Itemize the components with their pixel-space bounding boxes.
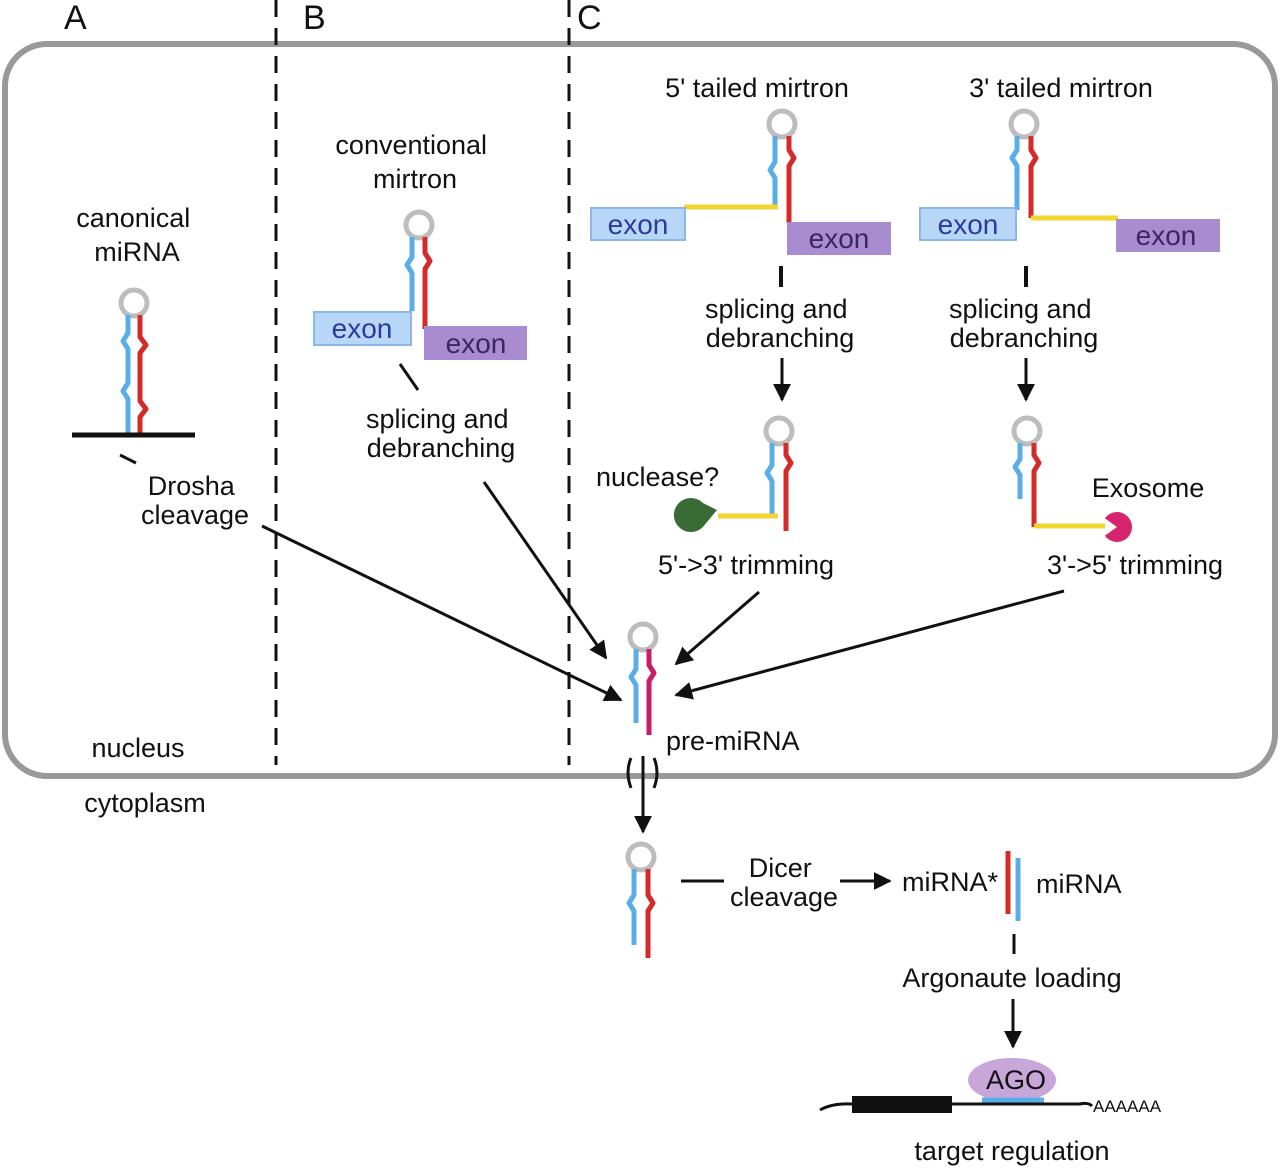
svg-text:splicing and debranching: splicing and debranching xyxy=(949,294,1099,353)
panel-label-b: B xyxy=(303,0,326,37)
nucleus-label: nucleus xyxy=(91,733,184,763)
mirna-label: miRNA xyxy=(1036,869,1122,899)
nuclear-pore xyxy=(626,757,659,789)
drosha-to-pre-mirna-arrow xyxy=(261,524,623,702)
conventional-splicing-line1: splicing and xyxy=(366,404,509,434)
panel-label-c: C xyxy=(577,0,602,37)
svg-text:conventional mirtron: conventional mirtron xyxy=(335,130,494,194)
canonical-label-line1: canonical xyxy=(76,203,190,233)
three-tailed-splicing-line1: splicing and xyxy=(949,294,1092,324)
argonaute-loading-label: Argonaute loading xyxy=(902,963,1121,993)
polya-tail-label: AAAAAA xyxy=(1093,1097,1162,1116)
dicer-label-line2: cleavage xyxy=(730,882,838,912)
drosha-label-line1: Drosha xyxy=(148,471,236,501)
nuclease-label: nuclease? xyxy=(596,462,719,492)
svg-text:Drosha cleavage: Drosha cleavage xyxy=(141,471,249,530)
conventional-mirtron-hairpin xyxy=(403,209,435,329)
three-tailed-exon-left: exon xyxy=(919,207,1017,241)
svg-text:exon: exon xyxy=(809,223,870,254)
nucleus-compartment xyxy=(2,41,1278,779)
svg-text:canonical miRNA: canonical miRNA xyxy=(76,203,198,267)
conventional-exon-right: exon xyxy=(424,326,527,360)
cytoplasmic-pre-mirna-hairpin xyxy=(625,841,657,958)
svg-text:splicing and debranching: splicing and debranching xyxy=(705,294,855,353)
pre-mirna-hairpin xyxy=(627,621,659,735)
three-tailed-exon-right: exon xyxy=(1116,219,1220,252)
conventional-splicing-line2: debranching xyxy=(367,433,516,463)
pre-mirna-label: pre-miRNA xyxy=(666,726,800,756)
svg-text:exon: exon xyxy=(1136,220,1197,251)
exosome-label: Exosome xyxy=(1092,473,1205,503)
target-site-block xyxy=(852,1096,952,1113)
canonical-hairpin xyxy=(118,287,150,436)
three-tailed-intermediate-hairpin xyxy=(1011,415,1043,527)
dicer-label-line1: Dicer xyxy=(749,853,812,883)
five-tailed-exon-left: exon xyxy=(590,207,686,241)
canonical-label-line2: miRNA xyxy=(94,237,180,267)
three-tailed-hairpin xyxy=(1008,108,1040,218)
five-tailed-hairpin xyxy=(766,108,798,223)
target-regulation-label: target regulation xyxy=(914,1136,1109,1166)
five-tailed-intermediate-hairpin xyxy=(763,415,795,531)
trim-35-label: 3'->5' trimming xyxy=(1047,550,1223,580)
target-mrna-line xyxy=(819,1101,1094,1112)
conventional-label-line2: mirtron xyxy=(373,164,457,194)
svg-text:exon: exon xyxy=(446,328,507,359)
svg-text:exon: exon xyxy=(938,209,999,240)
ago-protein xyxy=(968,1058,1056,1102)
svg-text:exon: exon xyxy=(332,313,393,344)
five-tailed-label: 5' tailed mirtron xyxy=(665,73,849,103)
five-tailed-to-pre-mirna-arrow xyxy=(674,590,760,666)
five-tailed-exon-right: exon xyxy=(787,222,891,255)
cytoplasm-label: cytoplasm xyxy=(84,788,206,818)
three-tailed-splicing-line2: debranching xyxy=(950,323,1099,353)
ago-label: AGO xyxy=(986,1065,1046,1095)
mirna-star-label: miRNA* xyxy=(902,867,998,897)
conventional-label-line1: conventional xyxy=(335,130,487,160)
svg-text:Dicer cleavage: Dicer cleavage xyxy=(730,853,838,912)
panel-label-a: A xyxy=(64,0,87,37)
trim-53-label: 5'->3' trimming xyxy=(658,550,834,580)
five-tailed-splicing-line2: debranching xyxy=(706,323,855,353)
five-tailed-splicing-line1: splicing and xyxy=(705,294,848,324)
three-tailed-to-pre-mirna-arrow xyxy=(674,589,1065,700)
svg-text:splicing and debranching: splicing and debranching xyxy=(366,404,516,463)
drosha-label-line2: cleavage xyxy=(141,500,249,530)
conventional-to-pre-mirna-arrow xyxy=(482,481,608,660)
exosome-pacman-icon xyxy=(1104,512,1133,542)
nuclease-pacman-icon xyxy=(673,498,717,532)
conventional-exon-left: exon xyxy=(313,311,412,346)
three-tailed-label: 3' tailed mirtron xyxy=(969,73,1153,103)
svg-text:exon: exon xyxy=(608,209,669,240)
